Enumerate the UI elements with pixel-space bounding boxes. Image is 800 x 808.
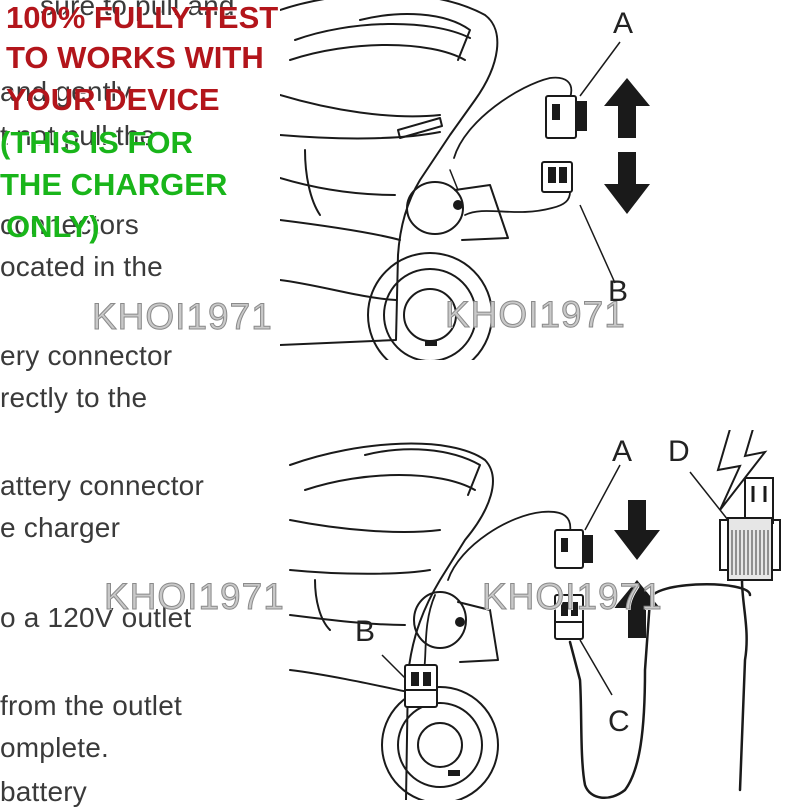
connector-c: [554, 594, 584, 640]
callout-label-b: B: [608, 275, 629, 308]
callout-label-d: D: [668, 435, 690, 468]
manual-text-line: attery connector: [0, 470, 204, 501]
manual-text-line: omplete.: [0, 732, 109, 763]
wheel: [367, 252, 493, 360]
manual-text-line: battery: [0, 776, 87, 807]
callout-label-b: B: [355, 615, 376, 648]
manual-text-line: ocated in the: [0, 251, 163, 282]
manual-text-line: e charger: [0, 512, 121, 543]
wire-a: [447, 510, 572, 581]
vehicle-seat-rim: [294, 23, 471, 41]
manual-text-line: t not pull the: [0, 120, 156, 151]
connector-b: [541, 161, 573, 193]
watermark-text: KHOI1971: [104, 576, 285, 617]
callout-leader-d: [689, 471, 729, 521]
lightning-bolt-icon: [716, 430, 768, 511]
vehicle-body: [289, 442, 494, 800]
arrow-up-icon: [614, 580, 660, 638]
bottom-charging-diagram: [289, 430, 781, 800]
wire-b: [464, 191, 571, 216]
arrow-down-icon: [604, 152, 650, 214]
vehicle-seat-rim: [304, 474, 476, 491]
headlight-pod: [413, 591, 467, 649]
top-connection-diagram: [280, 0, 650, 360]
manual-text-line: connectors: [0, 209, 139, 240]
headlight-pod: [406, 181, 464, 235]
promo-line-green: ONLY): [6, 209, 100, 244]
callout-label-a: A: [612, 435, 633, 468]
promo-line-green: (THIS IS FOR: [0, 125, 193, 160]
callout-label-a: A: [613, 7, 634, 40]
callout-leader-a: [579, 41, 621, 97]
callout-leader-c: [579, 639, 613, 696]
manual-text-line: ery connector: [0, 340, 173, 371]
charger-cord: [568, 583, 752, 799]
manual-text-line: and gently: [0, 76, 132, 107]
promo-line-green: THE CHARGER: [0, 167, 228, 202]
manual-text-line: o a 120V outlet: [0, 602, 192, 633]
manual-text-line: from the outlet: [0, 690, 182, 721]
promo-line-red: YOUR DEVICE: [6, 82, 220, 117]
callout-leader-b: [579, 204, 616, 284]
connector-b: [404, 664, 438, 708]
watermark-text: KHOI1971: [92, 296, 273, 337]
callout-leader-a: [584, 464, 621, 531]
watermark-text: KHOI1971: [445, 294, 626, 335]
callout-leader-b: [381, 654, 406, 679]
callout-label-c: C: [608, 705, 630, 738]
promo-line-red: TO WORKS WITH: [6, 40, 264, 75]
promo-line-red: 100% FULLY TEST: [6, 0, 279, 35]
arrow-down-icon: [614, 500, 660, 560]
manual-text-line: sure to pull and: [40, 0, 235, 21]
vehicle-seat-rim: [289, 44, 466, 61]
manual-text-line: rectly to the: [0, 382, 148, 413]
wheel: [381, 686, 499, 800]
connector-a: [554, 529, 593, 569]
vehicle-body: [280, 0, 499, 346]
connector-a: [545, 95, 587, 139]
watermark-text: KHOI1971: [482, 576, 663, 617]
arrow-up-icon: [604, 78, 650, 138]
wall-charger: [719, 477, 781, 581]
wire-a: [453, 76, 573, 159]
